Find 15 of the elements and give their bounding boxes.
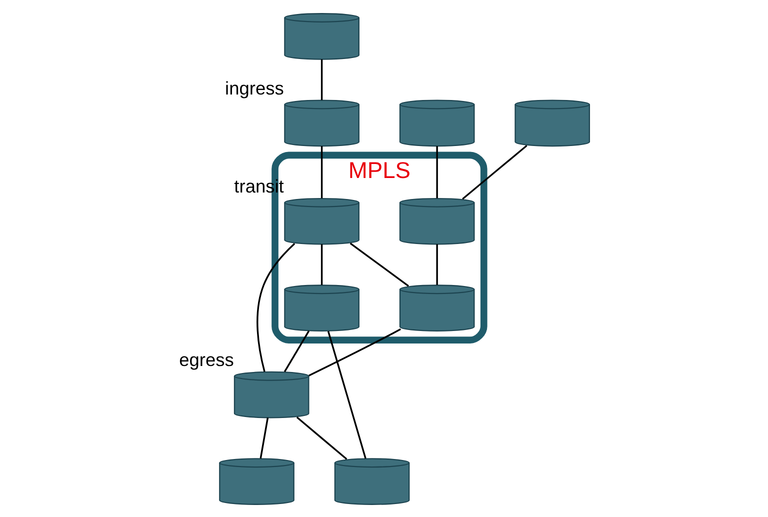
connector: [327, 330, 366, 458]
node-label: egress: [179, 348, 234, 370]
connector: [296, 416, 348, 460]
connector: [320, 58, 323, 100]
connector: [284, 330, 310, 372]
connector: [260, 417, 269, 458]
connector: [462, 144, 528, 200]
connector: [436, 244, 438, 284]
connector: [320, 146, 323, 198]
connector: [436, 146, 438, 198]
connector: [350, 242, 409, 286]
connector: [256, 242, 296, 372]
connector: [308, 328, 402, 376]
connector: [320, 244, 323, 284]
node-label: ingress: [225, 76, 284, 98]
